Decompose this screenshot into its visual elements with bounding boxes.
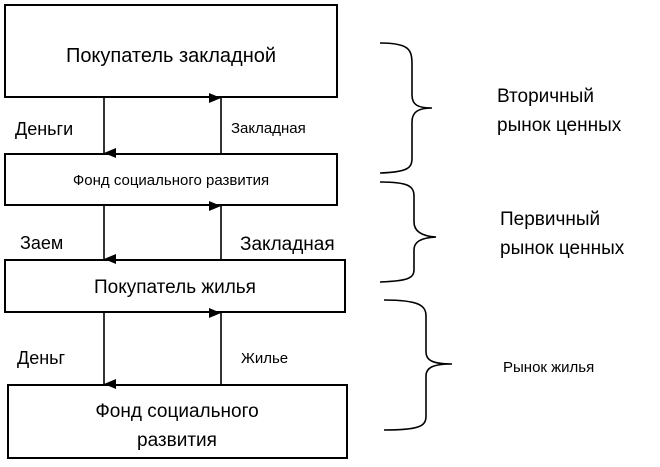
secondary-market-line1: Вторичный — [497, 86, 594, 107]
label-mortgage-2: Закладная — [240, 234, 335, 255]
box-label: Покупатель закладной — [66, 45, 276, 67]
box-social-fund-bottom: Фонд социального развития — [7, 384, 348, 459]
secondary-market-line2: рынок ценных — [497, 115, 622, 136]
box-mortgage-buyer: Покупатель закладной — [4, 4, 338, 98]
box-label-line2: развития — [137, 430, 217, 451]
housing-market-label: Рынок жилья — [503, 359, 594, 376]
label-money: Деньги — [15, 119, 73, 139]
brace-housing — [383, 299, 453, 431]
box-label: Фонд социального развития — [73, 172, 269, 189]
box-social-fund-top: Фонд социального развития — [4, 153, 338, 206]
primary-market-line2: рынок ценных — [500, 238, 625, 259]
label-money-2: Деньг — [17, 348, 66, 368]
label-housing: Жилье — [241, 350, 288, 367]
box-label-line1: Фонд социального — [95, 401, 258, 422]
box-label: Покупатель жилья — [94, 277, 256, 298]
label-loan: Заем — [20, 233, 63, 253]
box-home-buyer: Покупатель жилья — [4, 259, 346, 313]
primary-market-line1: Первичный — [500, 209, 600, 230]
label-mortgage: Закладная — [231, 120, 306, 137]
brace-primary — [379, 181, 437, 283]
brace-secondary — [379, 42, 433, 174]
